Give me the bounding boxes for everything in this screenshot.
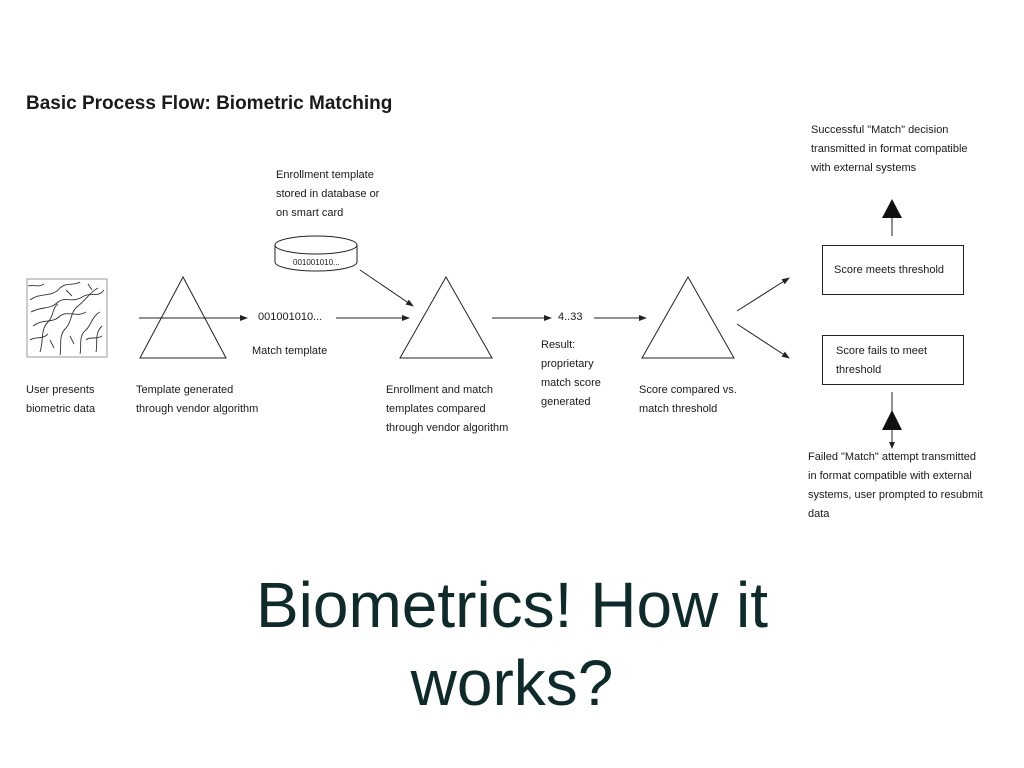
fingerprint-sketch-icon (26, 278, 108, 358)
database-code-label: 001001010... (293, 258, 340, 267)
user-presents-label: User presents biometric data (26, 384, 96, 415)
failure-outcome-label: Failed "Match" attempt transmitted in fo… (808, 451, 983, 520)
slide-title: Biometrics! How it works? (255, 569, 769, 719)
success-arrow (882, 199, 902, 236)
threshold-comparison-triangle (641, 275, 735, 359)
success-outcome-label: Successful "Match" decision transmitted … (811, 124, 968, 174)
score-value-label: 4..33 (558, 311, 583, 323)
fails-threshold-label: Score fails to meet threshold (836, 345, 928, 376)
result-label: Result: proprietary match score generate… (541, 339, 601, 408)
template-generated-label: Template generated through vendor algori… (136, 384, 259, 415)
meets-threshold-label: Score meets threshold (834, 264, 945, 276)
fails-threshold-box (822, 335, 964, 385)
template-code-label: 001001010... (258, 311, 323, 323)
template-comparison-triangle (399, 275, 493, 359)
meets-threshold-box (822, 245, 964, 295)
match-template-label: Match template (252, 345, 328, 357)
score-compared-label: Score compared vs. match threshold (639, 384, 737, 415)
enrollment-stored-label: Enrollment template stored in database o… (276, 169, 380, 219)
failure-arrow (882, 392, 902, 449)
diagram-title: Basic Process Flow: Biometric Matching (26, 93, 393, 114)
templates-compared-label: Enrollment and match templates compared … (386, 384, 509, 434)
database-disk-icon (274, 235, 358, 272)
